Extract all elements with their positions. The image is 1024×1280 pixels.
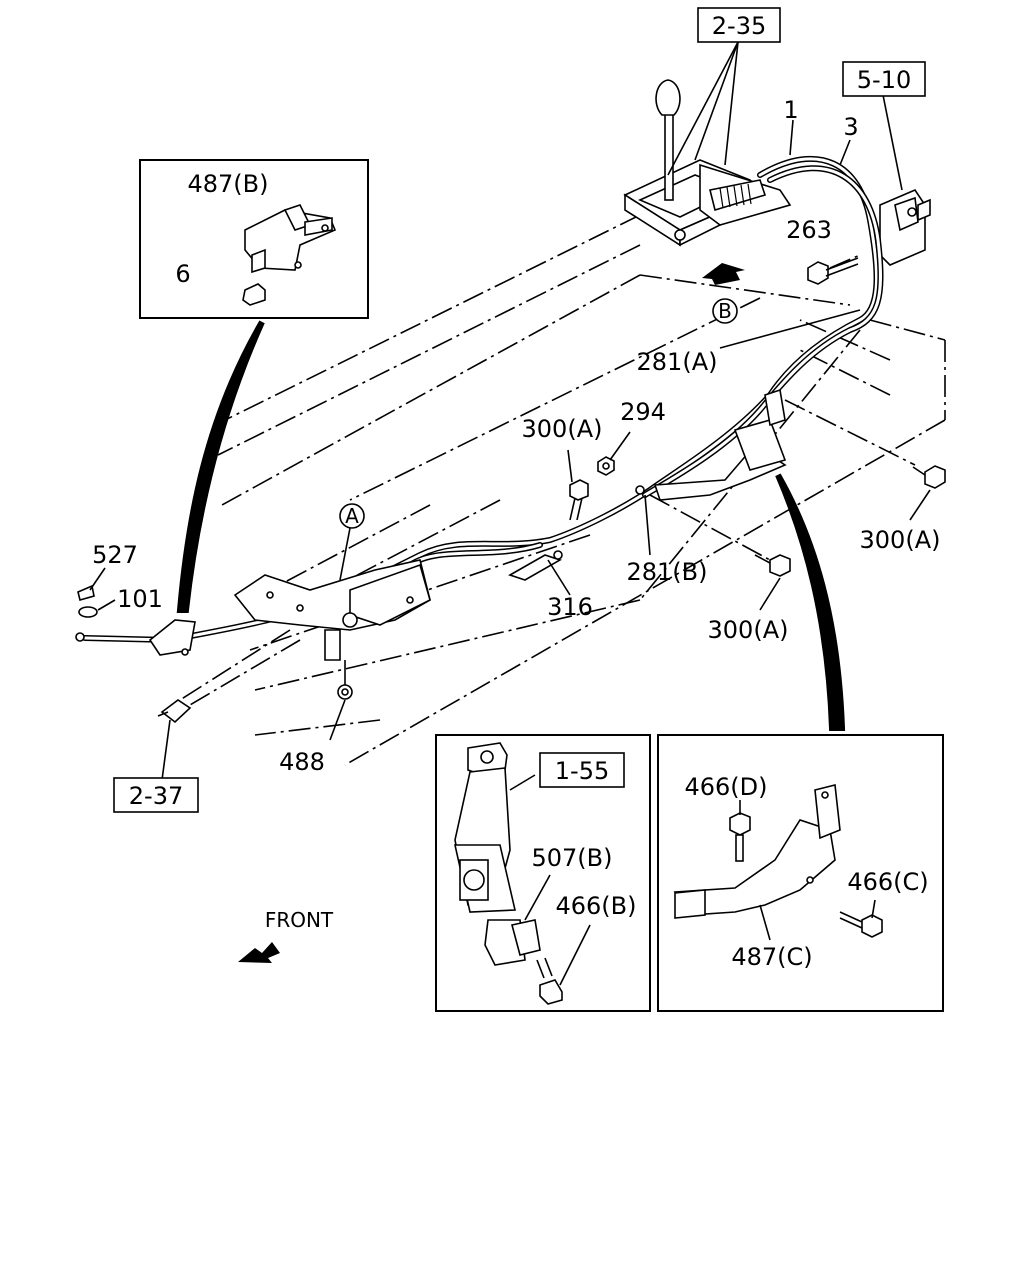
cable-guide-brackets [148,388,787,656]
bolt-263 [807,257,859,285]
marker-a: A [339,503,365,529]
callout-316: 316 [547,593,593,621]
callout-294: 294 [620,398,666,426]
clip-527-washer-101 [77,584,98,618]
shift-lever-assembly [623,79,792,247]
equalizer-bracket [233,559,431,700]
ref-5-10-label: 5-10 [857,66,911,94]
bracket-1-55-part [454,742,563,1005]
lower-right-leaders [759,904,771,941]
marker-a-label: A [345,504,359,528]
ref-box-1-55[interactable] [539,752,625,788]
ref-box-2-37[interactable] [113,777,199,813]
callout-6: 6 [175,260,190,288]
callout-1: 1 [783,96,798,124]
callout-300a-low: 300(A) [708,616,789,644]
marker-b-label: B [718,299,732,323]
callout-101: 101 [117,585,163,613]
ref-box-5-10[interactable] [842,61,926,97]
callout-281b: 281(B) [627,558,708,586]
ref-box-2-35[interactable] [697,7,781,43]
bolt-300a-mid [569,479,589,521]
callout-3: 3 [843,113,858,141]
bracket-5-10-part [879,189,931,266]
bracket-487c-part [673,784,841,919]
bolt-466d [729,800,751,862]
callout-281a: 281(A) [637,348,718,376]
callout-263: 263 [786,216,832,244]
nut-294 [597,456,615,476]
callout-487c: 487(C) [731,943,812,971]
callout-527: 527 [92,541,138,569]
callout-300a-right: 300(A) [860,526,941,554]
bolt-466c [839,899,883,938]
callout-507b: 507(B) [532,844,613,872]
up-arrow-icon [702,263,745,285]
callout-466d: 466(D) [684,773,767,801]
callout-466b: 466(B) [556,892,637,920]
floor-outline [214,214,946,766]
callout-300a-mid: 300(A) [522,415,603,443]
ref-2-35-label: 2-35 [712,12,766,40]
bolt-300a-right [912,465,946,489]
leader-band-left [176,320,265,613]
lower-detail-leaders [524,874,591,986]
callout-488: 488 [279,748,325,776]
leader-lines [89,41,931,781]
leader-band-right [775,473,846,731]
bracket-487b-part [244,204,337,274]
callout-466c: 466(C) [847,868,928,896]
bolt-300a-low [754,554,791,577]
marker-b: B [712,298,738,324]
ref-2-37-label: 2-37 [129,782,183,810]
ref-1-55-label: 1-55 [555,757,609,785]
front-arrow-icon [238,942,280,963]
callout-487b: 487(B) [188,170,269,198]
front-label: FRONT [265,908,334,932]
clip-6-part [242,283,266,306]
